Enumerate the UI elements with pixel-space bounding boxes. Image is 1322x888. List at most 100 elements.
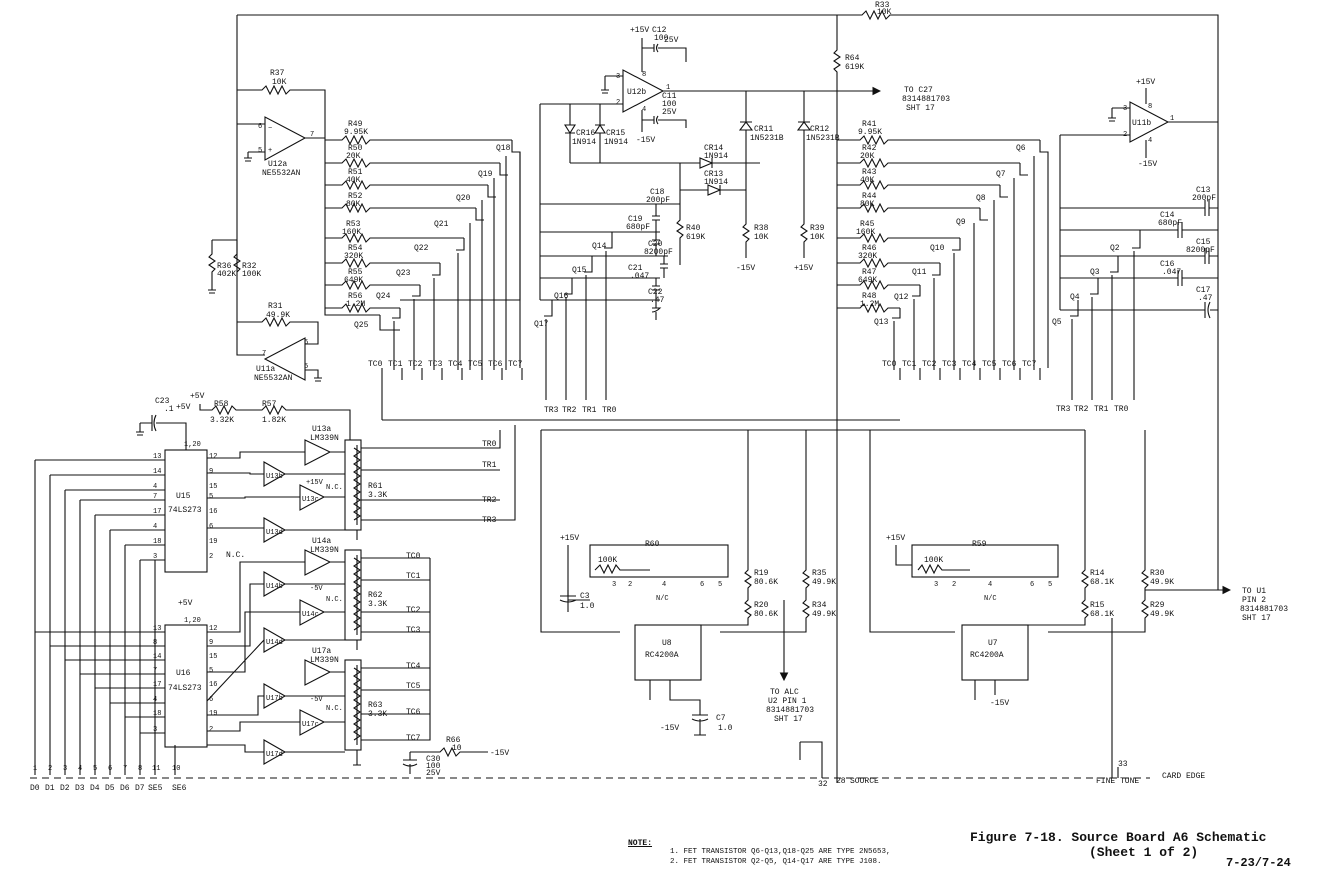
- c11-ref: C11: [662, 92, 677, 101]
- r54-ref: R54: [348, 244, 363, 253]
- svg-text:TC5: TC5: [982, 360, 997, 369]
- r37-value: 10K: [272, 78, 287, 87]
- svg-text:TC6: TC6: [488, 360, 503, 369]
- svg-text:1,20: 1,20: [184, 441, 201, 449]
- svg-text:7: 7: [262, 350, 266, 358]
- svg-text:+: +: [268, 147, 272, 155]
- to-alc: TO ALC: [770, 688, 799, 697]
- svg-text:6: 6: [108, 765, 112, 773]
- svg-text:5: 5: [1048, 581, 1052, 589]
- svg-text:4: 4: [988, 581, 992, 589]
- svg-text:3: 3: [153, 726, 157, 734]
- r20-value: 80.6K: [754, 610, 778, 619]
- svg-text:14: 14: [153, 653, 161, 661]
- c17-value: .47: [1198, 294, 1213, 303]
- u12b-opamp: [622, 69, 665, 113]
- r62-ref: R62: [368, 591, 383, 600]
- svg-text:4: 4: [153, 696, 157, 704]
- u14a-ref: U14a: [312, 537, 331, 546]
- svg-text:TR0: TR0: [1114, 405, 1129, 414]
- q6-label: Q6: [1016, 144, 1026, 153]
- svg-text:4: 4: [1148, 137, 1152, 145]
- u17a-part: LM339N: [310, 656, 339, 665]
- r42-value: 20K: [860, 152, 875, 161]
- u11a-part: NE5532AN: [254, 374, 293, 383]
- u16-part: 74LS273: [168, 684, 202, 693]
- c12-ref: C12: [652, 26, 667, 35]
- c13-value: 200pF: [1192, 194, 1216, 203]
- r64-value: 619K: [845, 63, 864, 72]
- r51-value: 40K: [346, 176, 361, 185]
- svg-text:U17d: U17d: [266, 751, 283, 759]
- edge-pin-28: 28: [836, 777, 846, 786]
- q23-label: Q23: [396, 269, 411, 278]
- svg-text:5: 5: [93, 765, 97, 773]
- tr0-line: TR0: [482, 440, 497, 449]
- q20-label: Q20: [456, 194, 471, 203]
- c3-ref: C3: [580, 592, 590, 601]
- svg-text:TC1: TC1: [902, 360, 917, 369]
- svg-text:−: −: [268, 125, 272, 133]
- right-ladder: [837, 134, 1040, 314]
- r34-ref: R34: [812, 601, 827, 610]
- svg-text:11: 11: [152, 765, 160, 773]
- svg-text:9: 9: [209, 468, 213, 476]
- u8-nc: N/C: [656, 595, 669, 603]
- svg-text:7: 7: [153, 667, 157, 675]
- svg-text:8: 8: [642, 71, 646, 79]
- figure-caption: Figure 7-18. Source Board A6 Schematic: [970, 830, 1267, 845]
- svg-text:17: 17: [153, 681, 161, 689]
- r40-value: 619K: [686, 233, 705, 242]
- r38-value: 10K: [754, 233, 769, 242]
- u12b-neg-supply: -15V: [636, 136, 655, 145]
- r48-ref: R48: [862, 292, 877, 301]
- note-item-1: 1. FET TRANSISTOR Q6-Q13,Q18-Q25 ARE TYP…: [670, 848, 891, 856]
- page-number: 7-23/7-24: [1226, 856, 1291, 870]
- r30-ref: R30: [1150, 569, 1165, 578]
- card-edge-label: CARD EDGE: [1162, 772, 1205, 781]
- q14-label: Q14: [592, 242, 607, 251]
- alc-pin: U2 PIN 1: [768, 697, 807, 706]
- svg-text:4: 4: [662, 581, 666, 589]
- c11-voltage: 25V: [662, 108, 677, 117]
- q16-label: Q16: [554, 292, 569, 301]
- r55-ref: R55: [348, 268, 363, 277]
- tr2-line: TR2: [482, 496, 497, 505]
- u7-ref: U7: [988, 639, 998, 648]
- svg-text:18: 18: [153, 710, 161, 718]
- r61-ref: R61: [368, 482, 383, 491]
- svg-text:U17c: U17c: [302, 721, 319, 729]
- svg-text:5: 5: [209, 667, 213, 675]
- u13a-part: LM339N: [310, 434, 339, 443]
- c14-value: 680pF: [1158, 219, 1182, 228]
- svg-text:4: 4: [642, 106, 646, 114]
- svg-text:U14c: U14c: [302, 611, 319, 619]
- r40-ref: R40: [686, 224, 701, 233]
- q22-label: Q22: [414, 244, 429, 253]
- u13-supply-p: +15V: [306, 479, 324, 487]
- svg-text:TC5: TC5: [468, 360, 483, 369]
- c16-value: .047: [1162, 268, 1181, 277]
- svg-text:6: 6: [209, 696, 213, 704]
- cr12-part: 1N5231B: [806, 134, 840, 143]
- r59-ref: R59: [972, 540, 987, 549]
- tr-labels-right: TR3 TR2 TR1 TR0: [1056, 405, 1129, 414]
- u1-pin: PIN 2: [1242, 596, 1266, 605]
- tc5-line: TC5: [406, 682, 421, 691]
- svg-text:15: 15: [209, 483, 217, 491]
- c21-ref: C21: [628, 264, 643, 273]
- svg-text:6: 6: [258, 123, 262, 131]
- u15-ic: [164, 449, 208, 573]
- u12a-opamp: [264, 116, 307, 161]
- u16-vcc: +5V: [178, 599, 193, 608]
- c27-sheet: SHT 17: [906, 104, 935, 113]
- tc2-line: TC2: [406, 606, 421, 615]
- r15-ref: R15: [1090, 601, 1105, 610]
- r66-ref: R66: [446, 736, 461, 745]
- svg-text:1: 1: [1170, 115, 1174, 123]
- u11a-ref: U11a: [256, 365, 275, 374]
- c30-voltage: 25V: [426, 769, 441, 778]
- svg-text:U13c: U13c: [302, 496, 319, 504]
